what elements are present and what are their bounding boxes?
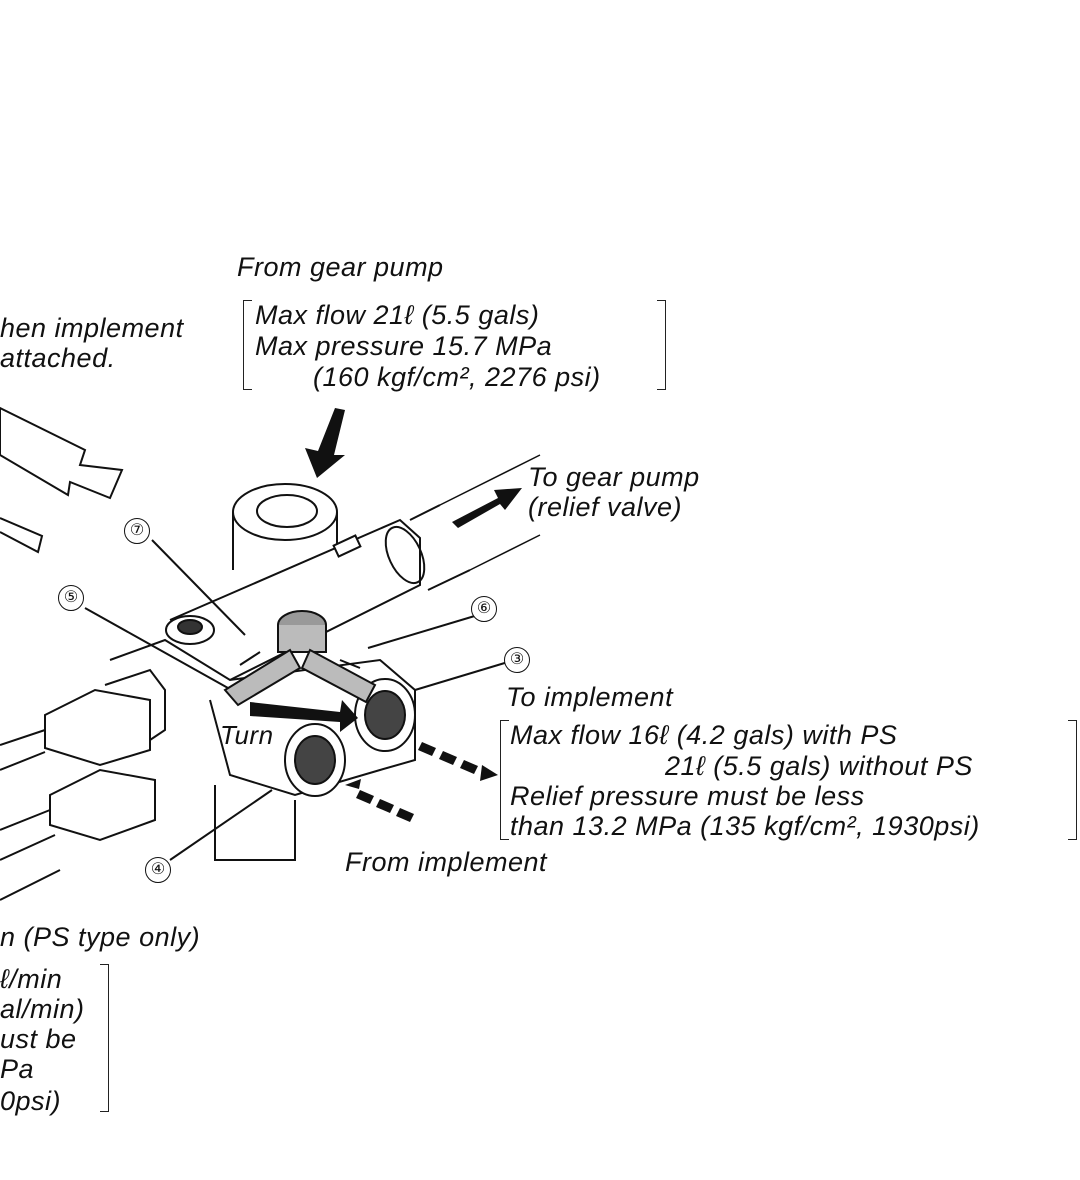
implement-max-flow-ps: Max flow 16ℓ (4.2 gals) with PS: [510, 720, 898, 750]
arrow-to-gear-pump: [452, 488, 522, 528]
left-note-line1: hen implement: [0, 313, 184, 343]
turn-label: Turn: [220, 720, 274, 750]
implement-relief-value: than 13.2 MPa (135 kgf/cm², 1930psi): [510, 811, 980, 841]
bottom-spec-line4: Pa: [0, 1054, 35, 1084]
implement-bracket-right: [1068, 720, 1077, 840]
from-implement-label: From implement: [345, 847, 548, 877]
ps-type-label: n (PS type only): [0, 922, 201, 952]
left-note-line2: attached.: [0, 343, 116, 373]
gear-pump-max-pressure: Max pressure 15.7 MPa: [255, 331, 553, 361]
implement-bracket-left: [500, 720, 509, 840]
bottom-spec-line5: 0psi): [0, 1086, 62, 1116]
bottom-bracket-right: [100, 964, 109, 1112]
callout-4: ④: [145, 857, 171, 883]
gear-pump-max-flow: Max flow 21ℓ (5.5 gals): [255, 300, 540, 330]
hollow-arrow-lower: [0, 517, 44, 554]
arrow-turn: [250, 700, 358, 732]
relief-valve-label: (relief valve): [528, 492, 683, 522]
gear-pump-bracket-right: [657, 300, 666, 390]
from-gear-pump-label: From gear pump: [237, 252, 444, 282]
callout-5: ⑤: [58, 585, 84, 611]
implement-max-flow-no-ps: 21ℓ (5.5 gals) without PS: [665, 751, 973, 781]
bottom-spec-line3: ust be: [0, 1024, 77, 1054]
arrow-from-gear-pump: [305, 408, 345, 478]
callout-7: ⑦: [124, 518, 150, 544]
callout-3: ③: [504, 647, 530, 673]
callout-6: ⑥: [471, 596, 497, 622]
gear-pump-pressure-units: (160 kgf/cm², 2276 psi): [313, 362, 601, 392]
bottom-spec-line1: ℓ/min: [0, 964, 63, 994]
to-gear-pump-label: To gear pump: [528, 462, 700, 492]
bottom-spec-line2: al/min): [0, 994, 85, 1024]
to-implement-label: To implement: [506, 682, 674, 712]
implement-relief-note: Relief pressure must be less: [510, 781, 865, 811]
hollow-arrow-upper: [0, 406, 124, 500]
gear-pump-bracket-left: [243, 300, 252, 390]
